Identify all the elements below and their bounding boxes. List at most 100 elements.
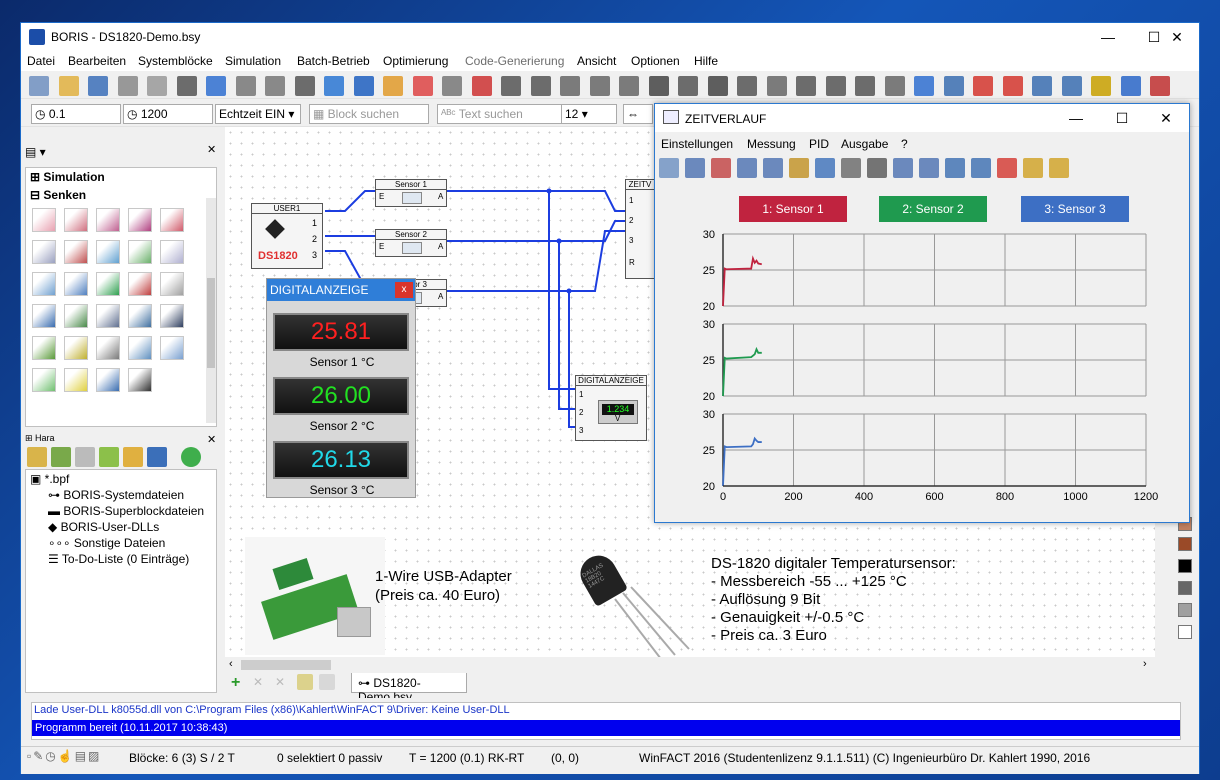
palette-block-icon[interactable] <box>96 240 120 264</box>
step-field[interactable]: ◷ 0.1 <box>31 104 121 124</box>
toolbar-button-icon[interactable] <box>737 76 757 96</box>
palette-block-icon[interactable] <box>160 240 184 264</box>
chart-tool-icon[interactable] <box>893 158 913 178</box>
menu-systembloecke[interactable]: Systemblöcke <box>138 54 213 68</box>
toolbar-button-icon[interactable] <box>884 76 905 96</box>
zv-menu-ausgabe[interactable]: Ausgabe <box>841 137 889 151</box>
zv-port-3[interactable]: 3 <box>629 236 634 245</box>
color-swatch[interactable] <box>1178 559 1192 573</box>
toolbar-button-icon[interactable] <box>206 76 226 96</box>
tree-item-superblock[interactable]: ▬ BORIS-Superblockdateien <box>48 504 205 518</box>
chart-tool-icon[interactable] <box>841 158 861 178</box>
user-block[interactable]: USER1 DS1820 1 2 3 <box>251 203 323 269</box>
toolbar-button-icon[interactable] <box>530 76 551 96</box>
minimize-button[interactable]: — <box>1101 29 1115 45</box>
toolbar-button-icon[interactable] <box>619 76 639 96</box>
palette-scroll-thumb[interactable] <box>207 278 215 368</box>
chart-tool-icon[interactable] <box>997 158 1017 178</box>
tree-item-todo[interactable]: ☰ To-Do-Liste (0 Einträge) <box>48 552 190 566</box>
port-e[interactable]: E <box>379 192 385 201</box>
user-port-1[interactable]: 1 <box>312 218 318 228</box>
maximize-button[interactable]: ☐ <box>1147 29 1161 45</box>
tab-ds1820[interactable]: ⊶ DS1820-Demo.bsy <box>351 673 467 704</box>
zv-maximize-button[interactable]: ☐ <box>1115 110 1129 126</box>
zeitverlauf-block[interactable]: ZEITV 1 2 3 R <box>625 179 655 279</box>
palette-block-icon[interactable] <box>128 208 152 232</box>
tab-copy-icon[interactable] <box>297 674 313 690</box>
toolbar-button-icon[interactable] <box>147 76 167 96</box>
digital-close-button[interactable]: x <box>395 282 413 298</box>
close-tab-icon[interactable]: ✕ <box>253 675 264 689</box>
port-a[interactable]: A <box>438 242 444 251</box>
toolbar-button-icon[interactable] <box>353 76 374 96</box>
palette-block-icon[interactable] <box>64 368 88 392</box>
section-simulation[interactable]: ⊞ Simulation <box>30 170 105 184</box>
toolbar-button-icon[interactable] <box>973 76 993 96</box>
tab-paste-icon[interactable] <box>319 674 335 690</box>
chart-tool-icon[interactable] <box>789 158 809 178</box>
sensor-block-1[interactable]: Sensor 1 E A <box>375 179 447 207</box>
palette-block-icon[interactable] <box>96 368 120 392</box>
wand-icon[interactable] <box>99 447 119 467</box>
toolbar-button-icon[interactable] <box>501 76 521 96</box>
chart-tool-icon[interactable] <box>711 158 731 178</box>
refresh-icon[interactable] <box>181 447 201 467</box>
tree-root[interactable]: ▣ *.bpf <box>30 472 70 486</box>
palette-scrollbar[interactable] <box>206 198 216 423</box>
chart-tool-icon[interactable] <box>737 158 757 178</box>
section-senken[interactable]: ⊟ Senken <box>30 188 87 202</box>
menu-ansicht[interactable]: Ansicht <box>577 54 617 68</box>
palette-block-icon[interactable] <box>32 368 56 392</box>
toolbar-button-icon[interactable] <box>324 76 344 96</box>
toolbar-button-icon[interactable] <box>471 76 492 96</box>
close-button[interactable]: ✕ <box>1171 29 1183 45</box>
palette-block-icon[interactable] <box>32 240 56 264</box>
dig-port-1[interactable]: 1 <box>579 390 584 399</box>
font-size-select[interactable]: 12 ▾ <box>561 104 617 124</box>
toolbar-button-icon[interactable] <box>560 76 580 96</box>
palette-block-icon[interactable] <box>64 240 88 264</box>
menu-bearbeiten[interactable]: Bearbeiten <box>68 54 127 68</box>
scroll-right-icon[interactable]: › <box>1143 658 1147 670</box>
palette-block-icon[interactable] <box>64 336 88 360</box>
chart-tool-icon[interactable] <box>685 158 705 178</box>
hscroll-thumb[interactable] <box>241 660 331 670</box>
toolbar-button-icon[interactable] <box>1002 76 1023 96</box>
palette-block-icon[interactable] <box>160 304 184 328</box>
digitalanzeige-block[interactable]: DIGITALANZEIGE 1 2 3 1.234 V <box>575 375 647 441</box>
toolbar-button-icon[interactable] <box>1120 76 1141 96</box>
toolbar-button-icon[interactable] <box>1061 76 1082 96</box>
menu-datei[interactable]: Datei <box>27 54 56 68</box>
port-a[interactable]: A <box>438 292 444 301</box>
color-swatch[interactable] <box>1178 537 1192 551</box>
scroll-left-icon[interactable]: ‹ <box>229 658 233 670</box>
dig-port-2[interactable]: 2 <box>579 408 584 417</box>
toolbar-button-icon[interactable] <box>914 76 934 96</box>
palette-block-icon[interactable] <box>128 368 152 392</box>
digitalanzeige-window[interactable]: DIGITALANZEIGE x 25.81 Sensor 1 °C 26.00… <box>266 278 416 498</box>
panel-close-icon[interactable]: ✕ <box>207 144 217 156</box>
palette-block-icon[interactable] <box>160 336 184 360</box>
toolbar-button-icon[interactable] <box>29 76 49 96</box>
menu-batch[interactable]: Batch-Betrieb <box>297 54 370 68</box>
menu-simulation[interactable]: Simulation <box>225 54 282 68</box>
chart-tool-icon[interactable] <box>971 158 991 178</box>
tree-item-sonstige[interactable]: ∘∘∘ Sonstige Dateien <box>48 536 166 550</box>
section-hara[interactable]: ⊞ Hara <box>25 433 55 441</box>
save-icon[interactable] <box>147 447 167 467</box>
zeitverlauf-window[interactable]: ZEITVERLAUF — ☐ ✕ Einstellungen Messung … <box>654 103 1190 523</box>
menu-code-generierung[interactable]: Code-Generierung <box>465 54 565 68</box>
palette-block-icon[interactable] <box>64 208 88 232</box>
toolbar-button-icon[interactable] <box>442 76 462 96</box>
add-file-icon[interactable] <box>51 447 71 467</box>
zv-menu-messung[interactable]: Messung <box>747 137 796 151</box>
toolbar-button-icon[interactable] <box>707 76 728 96</box>
sensor-block-2[interactable]: Sensor 2 E A <box>375 229 447 257</box>
port-e[interactable]: E <box>379 242 385 251</box>
zoom-field[interactable]: ⇔ 10 <box>623 104 653 139</box>
toolbar-button-icon[interactable] <box>589 76 610 96</box>
zv-titlebar[interactable]: ZEITVERLAUF — ☐ ✕ <box>655 104 1189 132</box>
toolbar-button-icon[interactable] <box>176 76 197 96</box>
toolbar-button-icon[interactable] <box>412 76 433 96</box>
color-swatch[interactable] <box>1178 625 1192 639</box>
